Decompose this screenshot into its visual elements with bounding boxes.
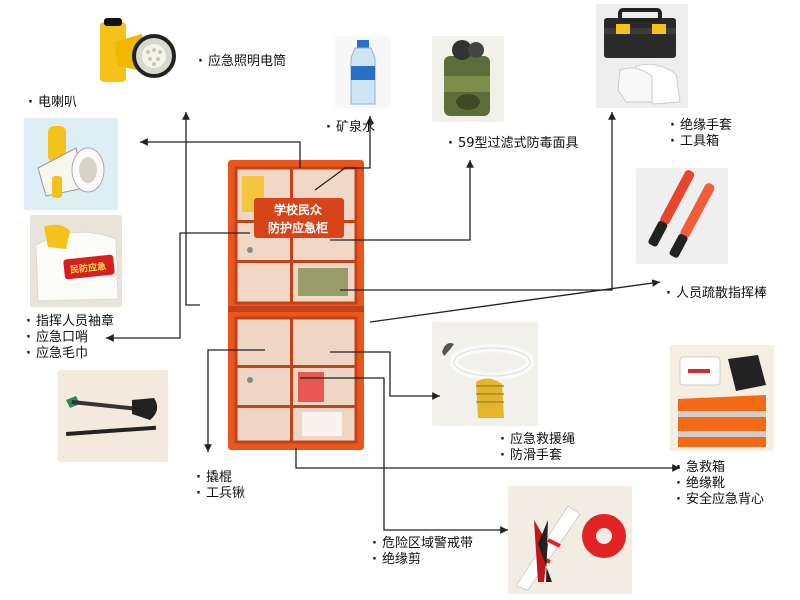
shovel-crowbar-photo [58, 370, 168, 462]
label-flashlight: 应急照明电筒 [198, 54, 286, 70]
flashlight-icon [100, 18, 176, 82]
megaphone-icon [37, 126, 105, 198]
emergency-cabinet: 学校民众 防护应急柜 [228, 160, 364, 450]
water-photo [335, 36, 391, 108]
label-firstaid-boots-vest: 急救箱 绝缘靴 安全应急背心 [676, 460, 764, 508]
firstaid-vest-boots-photo [670, 345, 774, 451]
armband-towel-photo: 民防应急 [30, 215, 122, 307]
baton-photo [636, 168, 728, 264]
vest-icon [678, 355, 766, 447]
water-bottle-icon [350, 40, 376, 105]
label-megaphone: 电喇叭 [28, 95, 77, 111]
toolbox-icon [604, 8, 681, 105]
line-vest [295, 448, 680, 472]
label-gasmask: 59型过滤式防毒面具 [448, 136, 579, 152]
line-flashlight [182, 112, 200, 306]
label-crowbar-shovel: 撬棍 工兵锹 [196, 470, 245, 502]
rope-gloves-photo [432, 322, 538, 426]
label-baton: 人员疏散指挥棒 [666, 286, 767, 302]
gasmask-icon [444, 40, 490, 116]
megaphone-photo [24, 118, 118, 210]
towel-armband-icon [35, 224, 119, 302]
gasmask-photo [432, 36, 504, 122]
label-rope-gloves: 应急救援绳 防滑手套 [500, 432, 575, 464]
cabinet-sign-line1: 学校民众 [274, 202, 323, 217]
baton-icon [648, 170, 715, 258]
label-tape-cutter: 危险区域警戒带 绝缘剪 [372, 536, 473, 568]
rope-icon [442, 343, 534, 418]
shovel-icon [66, 396, 158, 436]
label-water: 矿泉水 [326, 120, 375, 136]
tape-cutter-photo [508, 486, 632, 594]
label-gloves-toolbox: 绝缘手套 工具箱 [670, 118, 732, 150]
line-baton [369, 279, 661, 323]
label-armband-whistle-towel: 指挥人员袖章 应急口哨 应急毛巾 [26, 314, 114, 362]
tape-icon [515, 505, 626, 591]
cabinet-sign-line2: 防护应急柜 [268, 220, 328, 235]
flashlight-photo [84, 12, 180, 84]
gloves-toolbox-photo [596, 4, 688, 108]
